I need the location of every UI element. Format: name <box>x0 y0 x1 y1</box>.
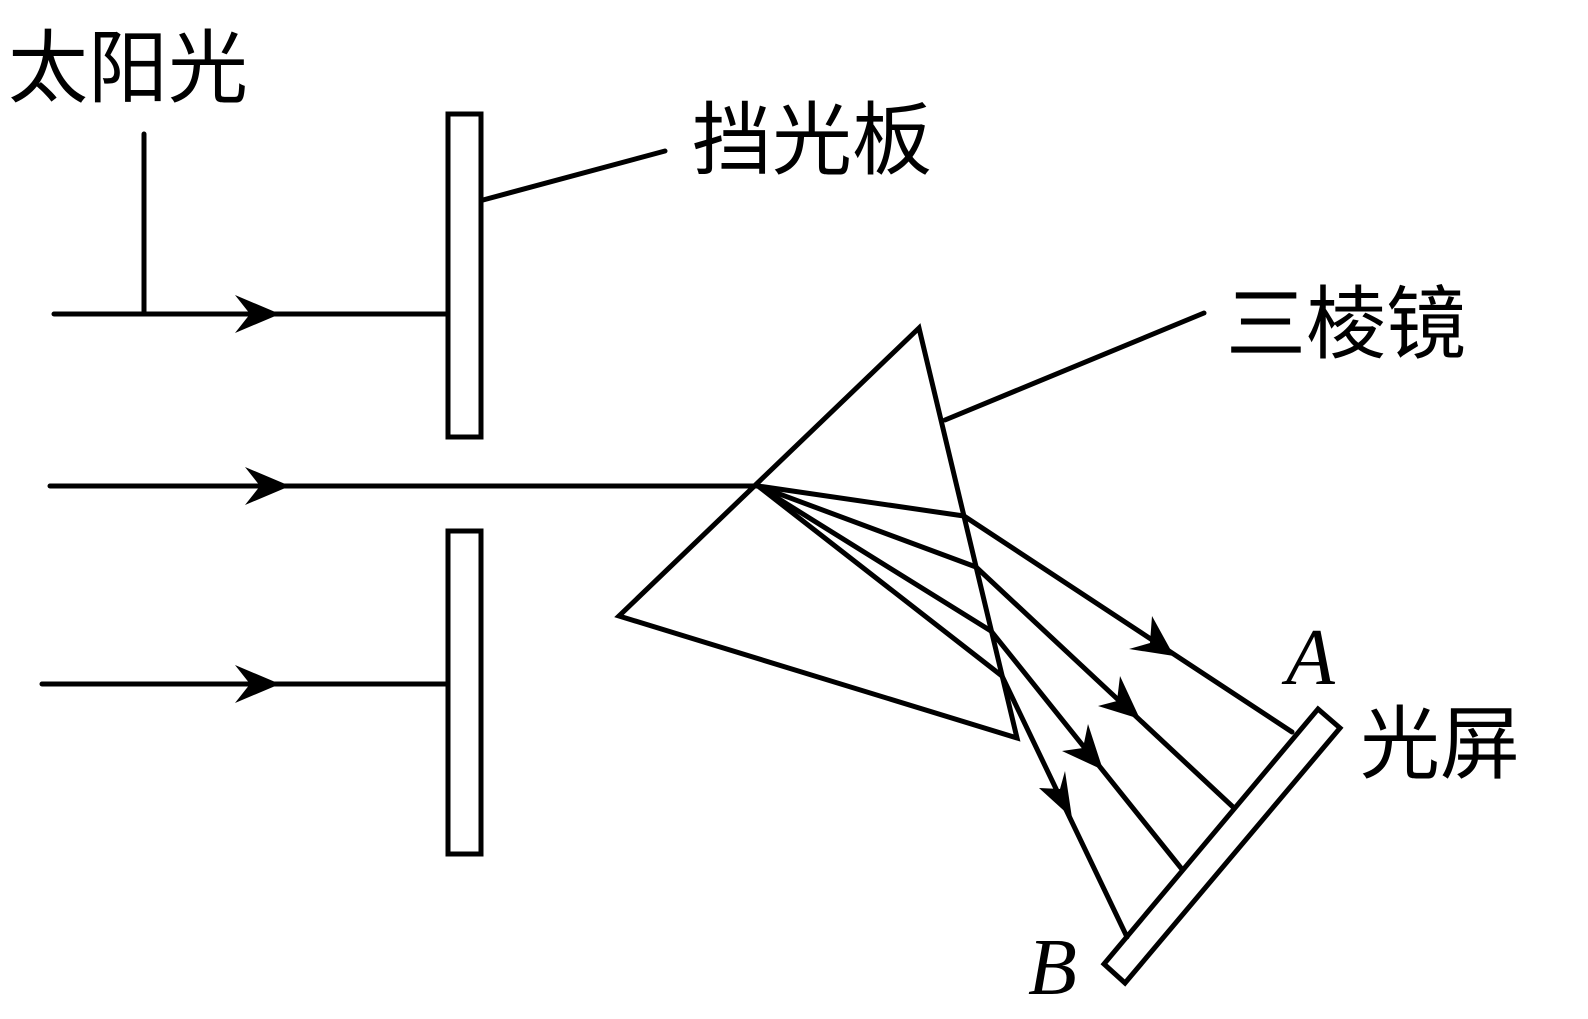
label-sunlight: 太阳光 <box>8 22 248 115</box>
shield-lower <box>445 528 484 857</box>
label-point-a: A <box>1281 614 1336 702</box>
emergent-ray-2 <box>973 564 1236 810</box>
shield-upper <box>445 111 484 440</box>
arrowhead-icon <box>1039 771 1072 818</box>
arrowhead-icon <box>235 665 280 703</box>
arrowhead-icon <box>1062 724 1103 770</box>
prism-triangle <box>614 323 1021 742</box>
emergent-ray-a <box>961 513 1295 735</box>
label-prism: 三棱镜 <box>1226 278 1466 371</box>
refracted-ray-4 <box>755 483 1005 679</box>
light-screen <box>1100 705 1344 987</box>
refracted-ray-3 <box>755 483 994 634</box>
refracted-ray-1 <box>755 483 967 519</box>
arrowhead-icon <box>235 295 280 333</box>
arrowhead-icon <box>245 467 290 505</box>
prism-leader-line <box>942 310 1207 423</box>
label-shield: 挡光板 <box>692 94 932 187</box>
refracted-ray-2 <box>755 483 979 570</box>
arrowhead-icon <box>1129 616 1174 656</box>
label-screen: 光屏 <box>1360 698 1520 791</box>
arrowhead-icon <box>1098 676 1140 719</box>
label-point-b: B <box>1028 924 1077 1012</box>
shield-leader-line <box>480 148 668 203</box>
